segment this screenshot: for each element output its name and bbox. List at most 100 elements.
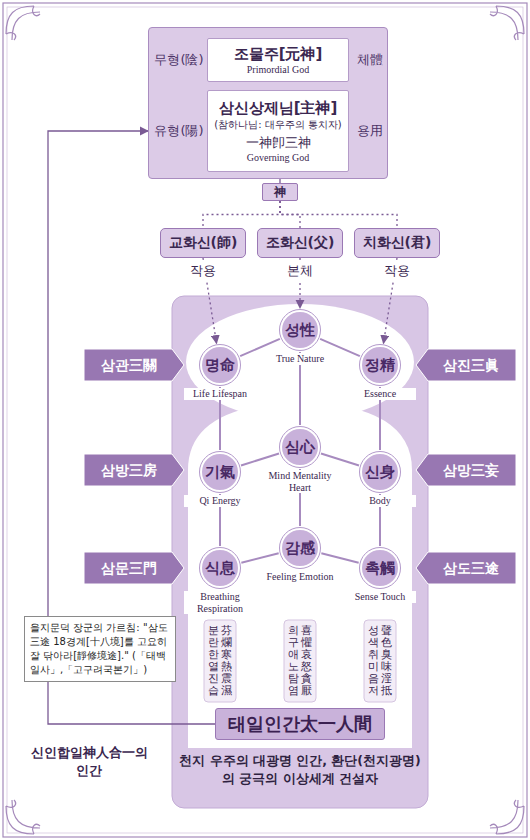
faculty-circle-text: 정精 [360, 345, 400, 385]
circle-ring [200, 548, 241, 589]
faculty-circle-text: 감感 [280, 528, 320, 568]
group-tag: 삼도三途 [416, 552, 516, 584]
circle-ring [280, 528, 321, 569]
faculty-circle: 정精Essence [360, 345, 400, 385]
god-box-text: 치화신(君) [363, 234, 432, 252]
group-tag-text: 삼문三門 [84, 552, 174, 584]
faculty-circle-text: Essence [344, 388, 416, 400]
group-tag-text: 삼진三眞 [426, 349, 516, 381]
column-box [364, 620, 396, 702]
circle-outline [361, 346, 399, 384]
group-tag: 삼망三妄 [416, 454, 516, 486]
faculty-circle-text: Mind Mentality Heart [264, 470, 336, 493]
circle-ring [360, 548, 401, 589]
quote-callout: 을지문덕 장군의 가르침: "삼도三途 18경계[十八境]를 고요히 잘 닦아라… [24, 616, 176, 682]
god-box: 치화신(君) [354, 228, 440, 258]
role-label: 작용 [381, 262, 413, 280]
tag-outline [416, 349, 516, 381]
faculty-circle: 신身Body [360, 452, 400, 492]
page-frame [3, 3, 527, 837]
vertical-terms: 芬爛寒熱震濕 [221, 625, 232, 698]
god-box-text: 조화신(父) [266, 234, 335, 252]
faculty-circle-text: Body [344, 495, 416, 507]
circle-outline [281, 311, 319, 349]
spirit-box: 神 [262, 183, 298, 201]
column-box [284, 620, 316, 702]
faculty-circle-text: Life Lifespan [184, 388, 256, 400]
group-tag: 삼관三關 [84, 349, 184, 381]
god-box: 교화신(師) [160, 228, 246, 258]
faculty-circle-text: 명命 [200, 345, 240, 385]
corner-ornament [490, 6, 524, 40]
deity-box: 삼신상제님[主神](참하나님: 대우주의 통치자) 一神卽三神Governing … [207, 90, 349, 172]
deity-box-text: (참하나님: 대우주의 통치자) [214, 118, 342, 132]
tag-outline [416, 552, 516, 584]
circle-ring [360, 345, 401, 386]
group-tag: 삼방三房 [84, 454, 184, 486]
faculty-circle: 심心Mind Mentality Heart [280, 427, 320, 467]
vertical-terms: 희구애노탐염 [288, 625, 299, 698]
deity-panel: 무형(陰)체體유형(陽)용用조물주[元神]Primordial God삼신상제님… [148, 27, 388, 179]
faculty-circle: 식息Breathing Respiration [200, 548, 240, 588]
deity-panel-text: 무형(陰) [151, 51, 207, 69]
vertical-terms: 분란한열진습 [208, 625, 219, 698]
group-tag: 삼진三眞 [416, 349, 516, 381]
faculty-circle-text: True Nature [264, 353, 336, 365]
tag-outline [84, 349, 184, 381]
vertical-terms: 성색취미음저 [368, 625, 379, 698]
faculty-circle: 기氣Qi Energy [200, 452, 240, 492]
faculty-circle: 촉觸Sense Touch [360, 548, 400, 588]
tag-outline [416, 454, 516, 486]
vertical-terms: 喜懼哀怒貪厭 [301, 625, 312, 698]
faculty-circle-text: 기氣 [200, 452, 240, 492]
faculty-circle-text: 성性 [280, 310, 320, 350]
deity-panel-text: 유형(陽) [151, 122, 207, 140]
circle-ring [200, 452, 241, 493]
group-tag-text: 삼도三途 [426, 552, 516, 584]
faculty-circle-text: 촉觸 [360, 548, 400, 588]
bottom-caption: 천지 우주의 대광명 인간, 환단(천지광명)의 궁극의 이상세계 건설자 [178, 752, 422, 788]
deity-box: 조물주[元神]Primordial God [207, 38, 349, 82]
group-tag-text: 삼관三關 [84, 349, 174, 381]
vertical-terms: 聲色臭味淫抵 [381, 625, 392, 698]
side-caption: 신인합일神人合一의 인간 [26, 744, 152, 779]
arch-region [188, 402, 412, 748]
faculty-circle: 성性True Nature [280, 310, 320, 350]
body-panel [172, 296, 428, 808]
circle-ring [280, 427, 321, 468]
deity-box-text: 삼신상제님[主神] [219, 99, 338, 118]
quote-callout-text: 을지문덕 장군의 가르침: "삼도三途 18경계[十八境]를 고요히 잘 닦아라… [30, 621, 170, 677]
circle-ring [280, 310, 321, 351]
connector-line [280, 201, 397, 228]
circle-ring [360, 452, 401, 493]
corner-ornament [6, 800, 40, 834]
god-box: 조화신(父) [257, 228, 343, 258]
circle-outline [281, 428, 319, 466]
tag-outline [84, 552, 184, 584]
spirit-box-text: 神 [274, 186, 286, 198]
deity-box-text: 조물주[元神] [234, 45, 323, 64]
taeil-box-text: 태일인간太一人間 [228, 712, 372, 736]
faculty-circle-text: Feeling Emotion [264, 571, 336, 583]
circle-outline [281, 529, 319, 567]
circle-ring [200, 345, 241, 386]
tag-outline [84, 454, 184, 486]
role-label: 본체 [284, 262, 316, 280]
deity-box-text: 一神卽三神 [246, 134, 311, 152]
circle-outline [361, 549, 399, 587]
faculty-circle-text: Sense Touch [344, 591, 416, 603]
column-box [204, 620, 236, 702]
faculty-circle-text: 식息 [200, 548, 240, 588]
group-tag: 삼문三門 [84, 552, 184, 584]
faculty-circle-text: 심心 [280, 427, 320, 467]
circle-outline [201, 453, 239, 491]
deity-box-text: Governing God [247, 152, 310, 163]
corner-ornament [490, 800, 524, 834]
faculty-circle-text: Breathing Respiration [184, 591, 256, 614]
circle-outline [201, 346, 239, 384]
connector-line [203, 201, 280, 228]
page-frame-inner [7, 7, 523, 833]
group-tag-text: 삼방三房 [84, 454, 174, 486]
circle-outline [361, 453, 399, 491]
faculty-circle: 감感Feeling Emotion [280, 528, 320, 568]
